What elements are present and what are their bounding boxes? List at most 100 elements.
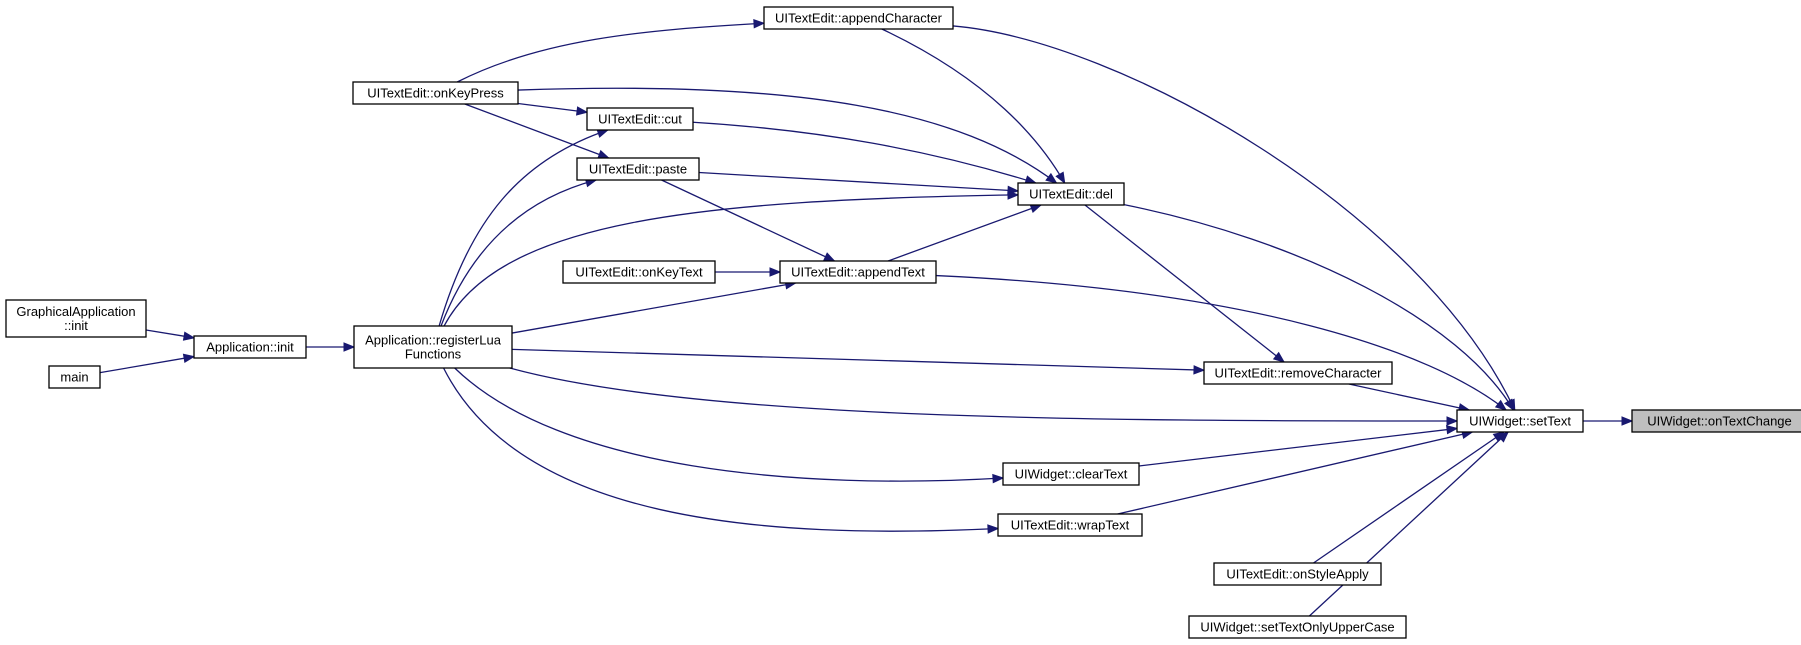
- node-on-key-text[interactable]: UITextEdit::onKeyText: [562, 260, 716, 284]
- node-label: UITextEdit::appendText: [791, 265, 925, 280]
- edge-reg-lua-to-cut: [438, 129, 609, 327]
- node-label: ::init: [64, 318, 88, 333]
- node-label: UITextEdit::onKeyPress: [367, 86, 504, 101]
- node-on-style-apply[interactable]: UITextEdit::onStyleApply: [1213, 562, 1382, 586]
- edge-on-key-press-to-append-char: [456, 22, 765, 83]
- arrowhead: [1446, 424, 1459, 435]
- edge-reg-lua-to-wrap-text: [442, 367, 999, 532]
- call-nodes: UIWidget::onTextChangeUIWidget::setTextU…: [5, 6, 1801, 639]
- edge-remove-char-to-set-text: [1348, 383, 1470, 411]
- edge-reg-lua-to-append-text: [511, 282, 796, 334]
- edge-on-key-press-to-cut: [517, 102, 588, 113]
- edge-wrap-text-to-set-text: [1117, 431, 1473, 515]
- call-edges: [99, 19, 1634, 617]
- node-box: [1017, 182, 1125, 206]
- node-box: [1213, 562, 1382, 586]
- node-box: [1456, 409, 1584, 433]
- node-box: [1002, 462, 1140, 486]
- node-on-key-press[interactable]: UITextEdit::onKeyPress: [352, 81, 519, 105]
- arrowhead: [1494, 399, 1508, 411]
- node-box: [353, 325, 513, 369]
- edge-append-text-to-set-text: [935, 274, 1507, 411]
- node-label: UIWidget::setTextOnlyUpperCase: [1200, 620, 1394, 635]
- node-label: UITextEdit::removeCharacter: [1215, 366, 1383, 381]
- edge-set-text-upper-to-set-text: [1308, 431, 1509, 617]
- node-box: [779, 260, 937, 284]
- arrowhead: [1621, 416, 1634, 426]
- arrowhead: [769, 267, 782, 277]
- arrowhead: [1446, 416, 1459, 426]
- node-box: [352, 81, 519, 105]
- arrowhead: [1045, 172, 1058, 184]
- edge-reg-lua-to-paste: [440, 179, 597, 327]
- arrowhead: [987, 524, 1000, 534]
- node-label: Functions: [405, 347, 462, 362]
- edge-paste-to-append-text: [661, 179, 835, 262]
- node-app-init[interactable]: Application::init: [193, 335, 307, 359]
- arrowhead: [753, 19, 766, 29]
- node-wrap-text[interactable]: UITextEdit::wrapText: [997, 513, 1143, 537]
- arrowhead: [1055, 171, 1066, 185]
- node-label: UITextEdit::del: [1029, 187, 1113, 202]
- node-box: [562, 260, 716, 284]
- edge-reg-lua-to-del: [443, 194, 1019, 327]
- arrowhead: [1504, 398, 1515, 412]
- arrowhead: [1272, 351, 1286, 363]
- node-del[interactable]: UITextEdit::del: [1017, 182, 1125, 206]
- node-append-char[interactable]: UITextEdit::appendCharacter: [763, 6, 954, 30]
- edge-del-to-remove-char: [1084, 204, 1285, 363]
- arrowhead: [822, 252, 836, 262]
- edge-append-char-to-set-text: [952, 25, 1516, 411]
- edge-reg-lua-to-remove-char: [511, 348, 1205, 371]
- edge-reg-lua-to-clear-text: [454, 367, 1004, 482]
- node-label: UITextEdit::onStyleApply: [1226, 567, 1369, 582]
- node-set-text-upper[interactable]: UIWidget::setTextOnlyUpperCase: [1188, 615, 1407, 639]
- node-cut[interactable]: UITextEdit::cut: [586, 107, 694, 131]
- edge-clear-text-to-set-text: [1138, 427, 1458, 467]
- node-remove-char[interactable]: UITextEdit::removeCharacter: [1203, 361, 1393, 385]
- node-label: UITextEdit::appendCharacter: [775, 11, 943, 26]
- arrowhead: [343, 342, 356, 352]
- node-label: Application::init: [206, 340, 294, 355]
- arrowhead: [1193, 365, 1206, 375]
- node-gfx-init[interactable]: GraphicalApplication::init: [5, 299, 147, 338]
- node-label: UIWidget::setText: [1469, 414, 1571, 429]
- node-box: [997, 513, 1143, 537]
- edge-reg-lua-to-set-text: [509, 367, 1458, 422]
- arrowhead: [1029, 204, 1043, 214]
- edge-on-key-press-to-paste: [464, 103, 609, 159]
- node-label: Application::registerLua: [365, 333, 502, 348]
- node-label: UITextEdit::paste: [589, 162, 687, 177]
- node-box: [576, 157, 700, 181]
- node-label: GraphicalApplication: [16, 304, 135, 319]
- edge-append-char-to-del: [881, 28, 1066, 184]
- node-box: [586, 107, 694, 131]
- node-label: UITextEdit::onKeyText: [575, 265, 703, 280]
- node-label: UIWidget::onTextChange: [1647, 414, 1792, 429]
- node-box: [193, 335, 307, 359]
- arrowhead: [1497, 431, 1510, 443]
- arrowhead: [182, 353, 196, 364]
- node-clear-text[interactable]: UIWidget::clearText: [1002, 462, 1140, 486]
- arrowhead: [992, 473, 1005, 484]
- node-label: main: [60, 370, 88, 385]
- node-set-text[interactable]: UIWidget::setText: [1456, 409, 1584, 433]
- node-label: UITextEdit::cut: [598, 112, 682, 127]
- node-append-text[interactable]: UITextEdit::appendText: [779, 260, 937, 284]
- edge-del-to-set-text: [1123, 204, 1515, 411]
- arrowhead: [575, 106, 589, 116]
- node-box: [1188, 615, 1407, 639]
- node-paste[interactable]: UITextEdit::paste: [576, 157, 700, 181]
- node-box: [1631, 409, 1801, 433]
- arrowhead: [182, 331, 196, 341]
- node-main[interactable]: main: [48, 365, 101, 389]
- edge-cut-to-del: [692, 121, 1036, 184]
- node-box: [48, 365, 101, 389]
- arrowhead: [1007, 190, 1020, 200]
- node-on-text-change[interactable]: UIWidget::onTextChange: [1631, 409, 1801, 433]
- node-box: [5, 299, 147, 338]
- node-label: UIWidget::clearText: [1015, 467, 1128, 482]
- edge-paste-to-del: [698, 171, 1019, 192]
